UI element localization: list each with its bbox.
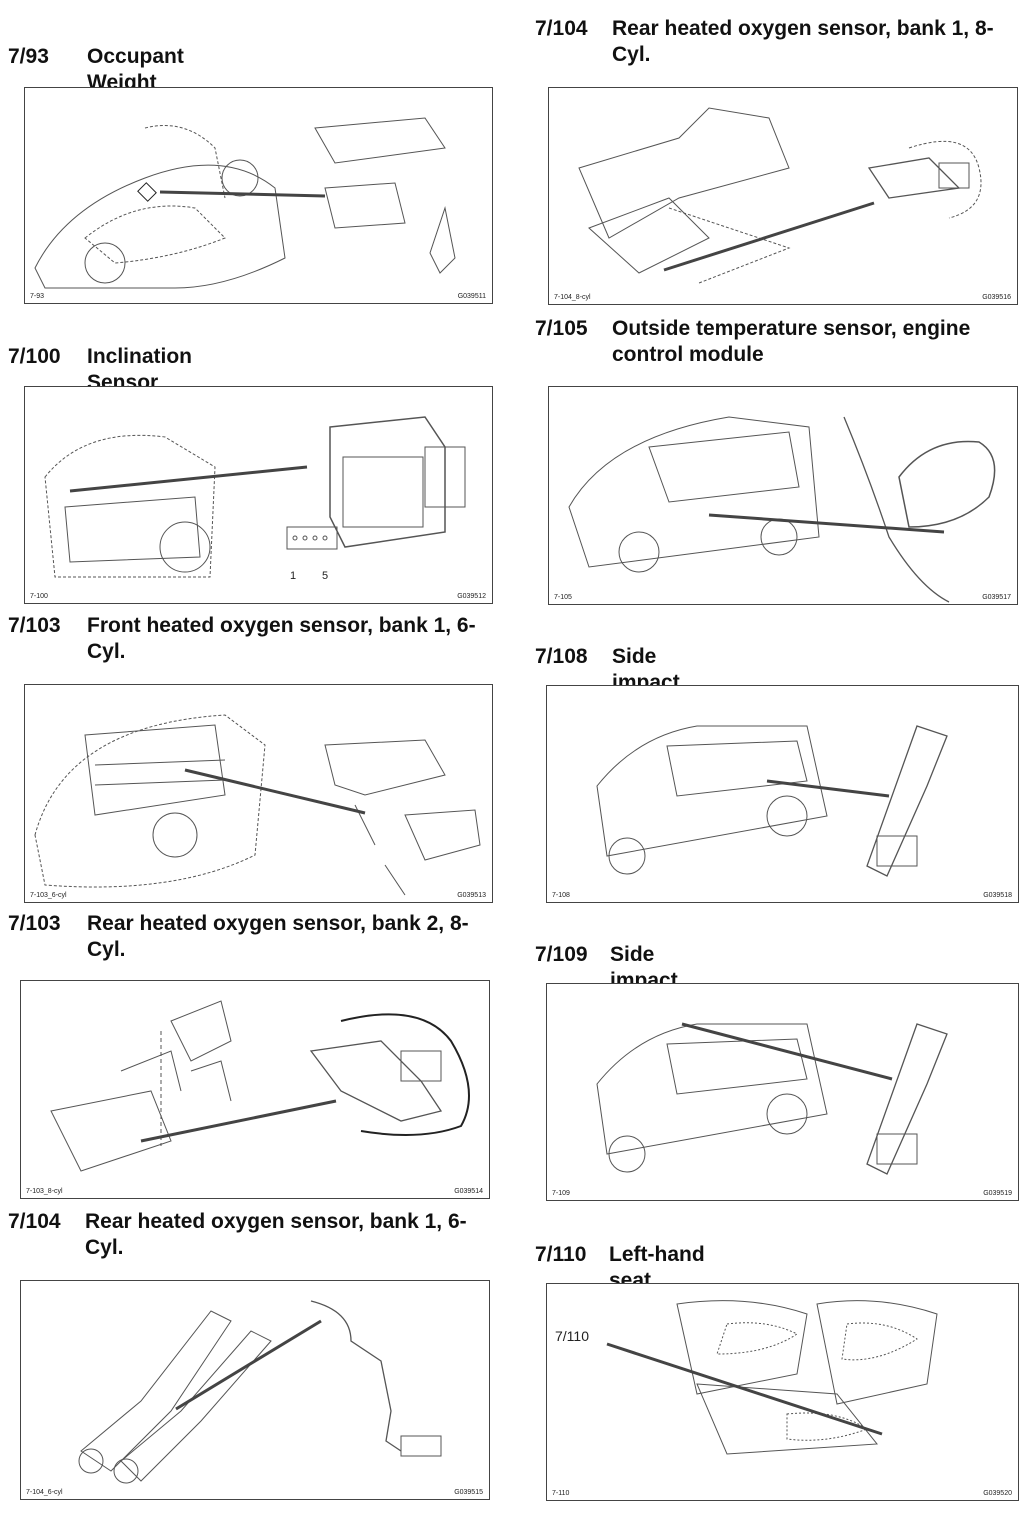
component-code: 7/104	[8, 1210, 61, 1233]
side-impact-rear-left-illustration	[596, 725, 948, 877]
component-title: Outside temperature sensor, engine contr…	[612, 317, 971, 366]
rear-oxygen-sensor-6cyl-illustration	[78, 1300, 442, 1484]
component-title: Rear heated oxygen sensor, bank 1, 8-Cyl…	[612, 17, 994, 66]
component-code: 7/104	[535, 17, 588, 40]
component-code: 7/103	[8, 614, 61, 637]
figure-reference: G039513	[457, 892, 486, 899]
figure-id: 7-105	[554, 594, 572, 601]
figure-id: 7-103_8-cyl	[26, 1188, 63, 1195]
ows-illustration	[34, 117, 456, 289]
callout-label: 7/110	[555, 1328, 589, 1344]
component-title: Rear heated oxygen sensor, bank 2, 8-Cyl…	[87, 912, 469, 961]
figure-seat-temperature-sensor: 7/110 7-110 G039520	[546, 1283, 1019, 1501]
figure-id: 7-104_8-cyl	[554, 294, 591, 301]
side-impact-rear-right-illustration	[596, 1022, 948, 1175]
figure-side-impact-rear-left: 7-108 G039518	[546, 685, 1019, 903]
figure-front-oxygen-sensor: 7-103_6-cyl G039513	[24, 684, 493, 903]
figure-rear-oxygen-sensor-bank2: 7-103_8-cyl G039514	[20, 980, 490, 1199]
rear-oxygen-sensor-bank2-illustration	[50, 1000, 470, 1172]
pin-label-last: 5	[322, 570, 329, 582]
component-code: 7/105	[535, 317, 588, 340]
seat-temperature-sensor-illustration	[606, 1300, 938, 1455]
figure-rear-oxygen-sensor-6cyl: 7-104_6-cyl G039515	[20, 1280, 490, 1500]
figure-ows: 7-93 G039511	[24, 87, 493, 304]
figure-reference: G039515	[454, 1489, 483, 1496]
figure-reference: G039512	[457, 593, 486, 600]
figure-outside-temperature-sensor: 7-105 G039517	[548, 386, 1018, 605]
component-code: 7/103	[8, 912, 61, 935]
figure-reference: G039520	[983, 1490, 1012, 1497]
component-code: 7/110	[535, 1243, 587, 1266]
figure-reference: G039518	[983, 892, 1012, 899]
figure-reference: G039519	[983, 1190, 1012, 1197]
component-title: Rear heated oxygen sensor, bank 1, 6-Cyl…	[85, 1210, 467, 1259]
figure-id: 7-109	[552, 1190, 570, 1197]
figure-id: 7-108	[552, 892, 570, 899]
component-code: 7/108	[535, 645, 588, 668]
figure-ism: 1 5 7-100 G039512	[24, 386, 493, 604]
figure-reference: G039517	[982, 594, 1011, 601]
figure-id: 7-93	[30, 293, 45, 300]
figure-rear-oxygen-sensor-8cyl: 7-104_8-cyl G039516	[548, 87, 1018, 305]
component-title: Front heated oxygen sensor, bank 1, 6-Cy…	[87, 614, 476, 663]
outside-temperature-sensor-illustration	[568, 416, 996, 603]
rear-oxygen-sensor-8cyl-illustration	[578, 107, 982, 284]
ism-illustration	[44, 416, 466, 578]
figure-id: 7-104_6-cyl	[26, 1489, 63, 1496]
figure-id: 7-103_6-cyl	[30, 892, 67, 899]
figure-reference: G039511	[457, 293, 486, 300]
component-code: 7/109	[535, 943, 588, 966]
pin-label-first: 1	[290, 570, 297, 582]
component-code: 7/100	[8, 345, 61, 368]
figure-id: 7-100	[30, 593, 48, 600]
figure-side-impact-rear-right: 7-109 G039519	[546, 983, 1019, 1201]
front-oxygen-sensor-illustration	[34, 714, 481, 896]
component-code: 7/93	[8, 45, 49, 68]
figure-reference: G039516	[982, 294, 1011, 301]
figure-id: 7-110	[552, 1490, 570, 1497]
figure-reference: G039514	[454, 1188, 483, 1195]
